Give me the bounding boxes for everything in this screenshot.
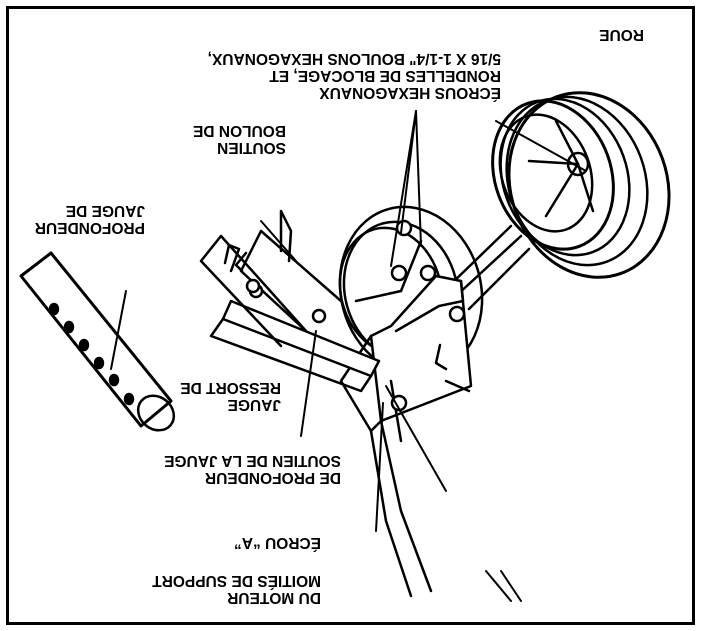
wheel-drawing: [491, 91, 671, 279]
depth-gauge-support-bar: [209, 299, 381, 393]
label-support-bolt: SOUTIEN BOULON DE: [193, 122, 286, 156]
gauge-sleeve: [199, 234, 308, 348]
label-gauge-spring: JAUGE RESSORT DE: [180, 379, 281, 413]
label-gauge-support: DE PROFONDEUR SOUTIEN DE LA JAUGE: [164, 452, 341, 486]
depth-gauge-tube: [19, 251, 176, 432]
motor-support-plate: [339, 274, 473, 598]
label-hex-bolts: ÉCROUS HEXAGONAUX RONDELLES DE BLOCAGE, …: [207, 50, 501, 101]
label-nut-a: ÉCROU “A”: [234, 534, 321, 551]
label-depth-gauge: PROFONDEUR JAUGE DE: [34, 202, 145, 236]
label-motor-halves: DU MOTEUR MOITIÉS DE SUPPORT: [152, 572, 321, 606]
label-wheel: ROUE: [599, 26, 644, 43]
leader-lines: [110, 110, 587, 602]
